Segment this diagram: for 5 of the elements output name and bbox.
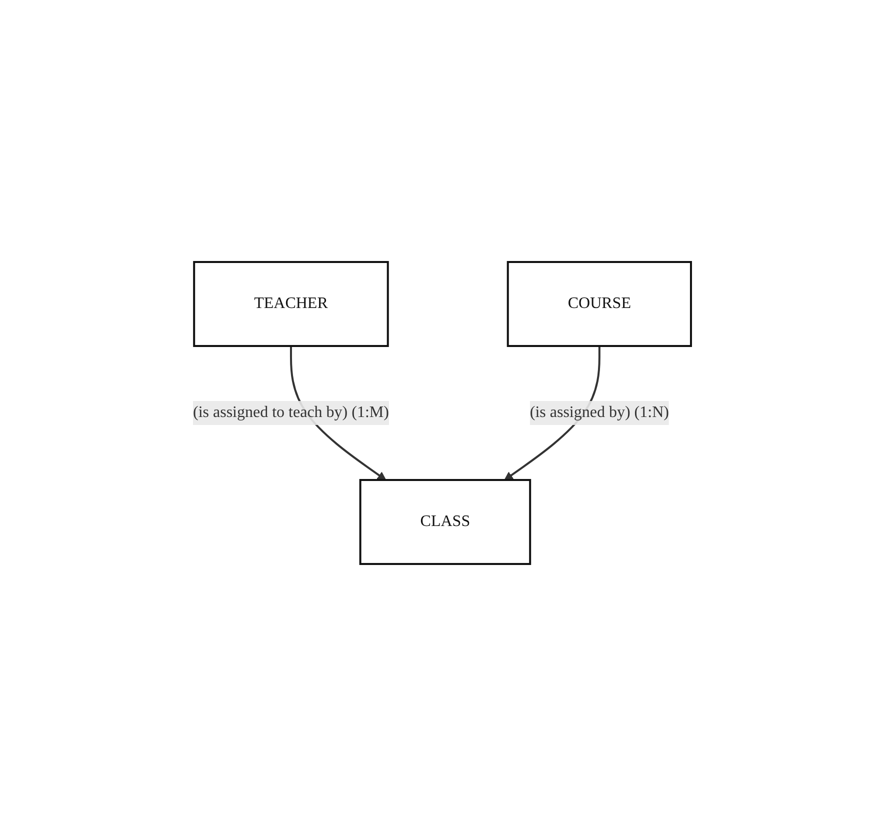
edge-label: (is assigned to teach by) (1:M) (193, 403, 389, 420)
node-box: TEACHER (193, 260, 389, 346)
node-box: COURSE (506, 260, 692, 346)
edge-label: (is assigned by) (1:N) (530, 403, 669, 420)
node-box: CLASS (359, 478, 532, 564)
